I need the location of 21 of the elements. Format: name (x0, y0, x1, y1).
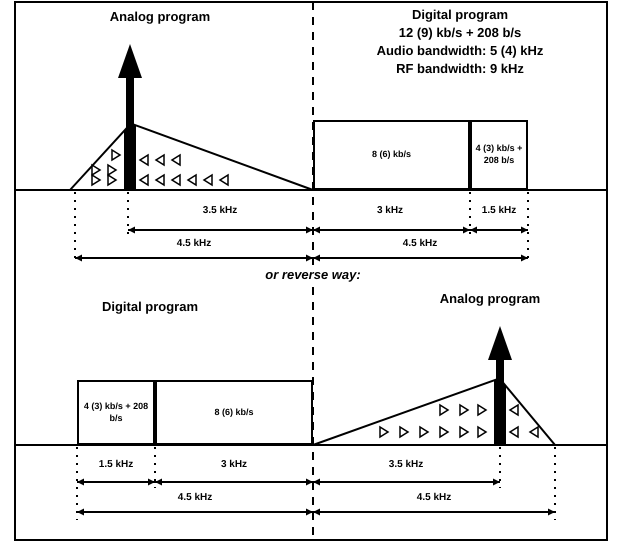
bandwidth-text: Audio bandwidth: 5 (4) kHz (376, 44, 544, 59)
bandwidth-text: RF bandwidth: 9 kHz (396, 62, 524, 77)
data-block: 4 (3) kb/s + 208 b/s (470, 120, 528, 190)
dimension-label: 3.5 kHz (202, 205, 238, 216)
section-heading: Digital program (102, 300, 198, 315)
dimension-label: 4.5 kHz (402, 238, 438, 250)
data-block: 8 (6) kb/s (313, 120, 470, 190)
data-block: 8 (6) kb/s (155, 380, 313, 445)
section-heading: Analog program (440, 292, 540, 307)
section-heading: Digital program (412, 8, 508, 23)
dimension-label: 3 kHz (376, 205, 404, 216)
dimension-label: 4.5 kHz (178, 492, 212, 504)
dimension-label: 3.5 kHz (388, 459, 424, 470)
dimension-label: 1.5 kHz (98, 459, 134, 470)
dimension-label: 4.5 kHz (176, 238, 212, 250)
data-block: 4 (3) kb/s + 208 b/s (77, 380, 155, 445)
dimension-label: 4.5 kHz (416, 492, 452, 504)
section-heading: Analog program (110, 10, 210, 25)
bitrate-text: 12 (9) kb/s + 208 b/s (398, 26, 522, 41)
dimension-label: 1.5 kHz (482, 205, 516, 216)
dimension-label: 3 kHz (220, 459, 248, 470)
